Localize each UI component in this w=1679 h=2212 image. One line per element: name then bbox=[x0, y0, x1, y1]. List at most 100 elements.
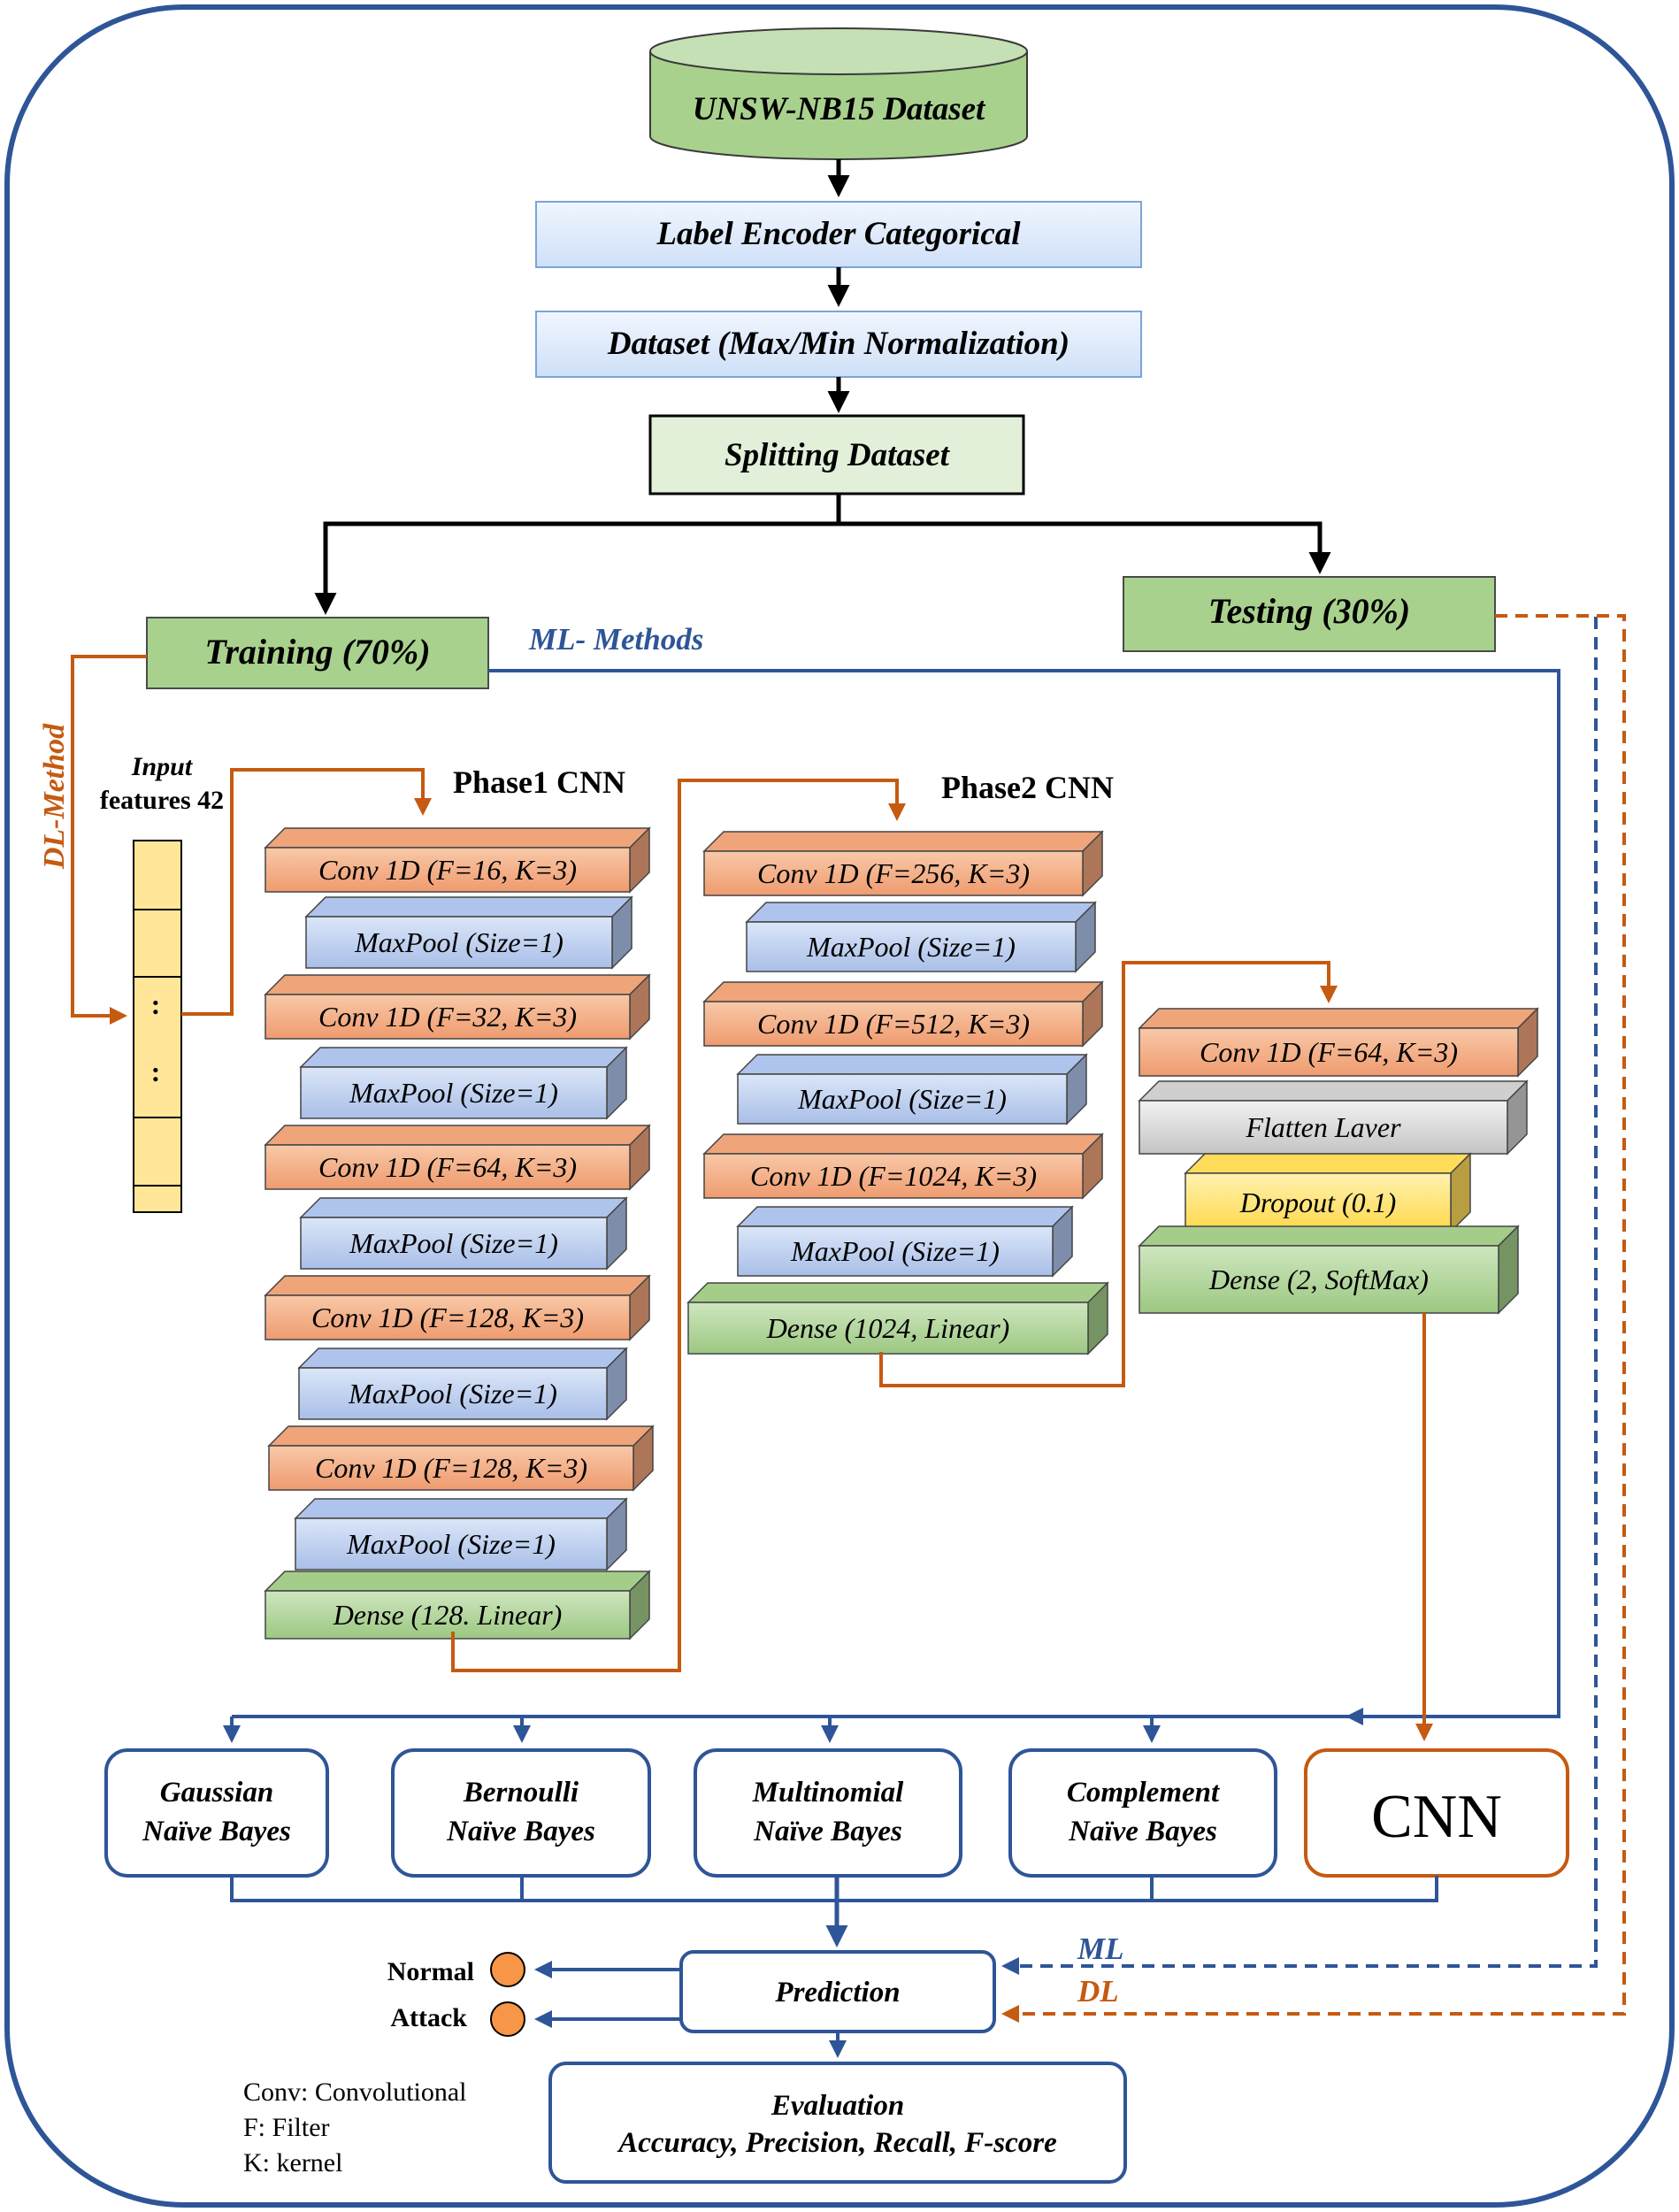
phase2-layer-4-label: MaxPool (Size=1) bbox=[797, 1083, 1007, 1115]
phase3-layer-2[interactable]: Flatten Laver bbox=[1138, 1079, 1529, 1156]
phase1-layer-2[interactable]: MaxPool (Size=1) bbox=[304, 895, 633, 970]
input-dots-2: : bbox=[151, 1056, 161, 1087]
dl-method-label: DL-Method bbox=[38, 723, 71, 870]
phase2-layer-3[interactable]: Conv 1D (F=512, K=3) bbox=[702, 980, 1104, 1048]
complement-nb-box[interactable]: Complement Naïve Bayes bbox=[1008, 1748, 1277, 1878]
phase2-layer-6[interactable]: MaxPool (Size=1) bbox=[736, 1205, 1074, 1278]
complement-line1: Complement bbox=[1067, 1777, 1220, 1809]
phase1-stack: Conv 1D (F=16, K=3) MaxPool (Size=1) Conv … bbox=[264, 826, 655, 1640]
phase1-layer-1-label: Conv 1D (F=16, K=3) bbox=[318, 854, 577, 886]
evaluation-metrics: Accuracy, Precision, Recall, F-score bbox=[617, 2127, 1057, 2159]
prediction-text: Prediction bbox=[774, 1977, 900, 2008]
phase3-layer-1[interactable]: Conv 1D (F=64, K=3) bbox=[1138, 1007, 1539, 1078]
phase1-layer-4-label: MaxPool (Size=1) bbox=[349, 1077, 558, 1109]
bernoulli-line2: Naïve Bayes bbox=[446, 1816, 595, 1847]
multinomial-nb-box[interactable]: Multinomial Naïve Bayes bbox=[694, 1748, 962, 1878]
training-text: Training (70%) bbox=[204, 632, 430, 672]
complement-line2: Naïve Bayes bbox=[1068, 1816, 1217, 1847]
phase2-layer-6-label: MaxPool (Size=1) bbox=[790, 1235, 1000, 1267]
phase1-layer-5[interactable]: Conv 1D (F=64, K=3) bbox=[264, 1124, 651, 1191]
normalization-text: Dataset (Max/Min Normalization) bbox=[607, 326, 1070, 362]
phase2-layer-7-label: Dense (1024, Linear) bbox=[766, 1312, 1010, 1344]
phase1-layer-9[interactable]: Conv 1D (F=128, K=3) bbox=[267, 1425, 655, 1492]
phase1-title: Phase1 CNN bbox=[453, 764, 625, 800]
training-node[interactable]: Training (70%) bbox=[146, 617, 489, 689]
phase1-layer-7-label: Conv 1D (F=128, K=3) bbox=[311, 1302, 584, 1333]
input-to-phase1-line bbox=[181, 768, 432, 1016]
testing-node[interactable]: Testing (30%) bbox=[1123, 576, 1496, 652]
phase2-layer-5[interactable]: Conv 1D (F=1024, K=3) bbox=[702, 1133, 1104, 1200]
input-vector: : : bbox=[133, 840, 182, 1213]
phase1-layer-6-label: MaxPool (Size=1) bbox=[349, 1227, 558, 1259]
phase1-layer-10[interactable]: MaxPool (Size=1) bbox=[294, 1497, 628, 1571]
phase3-layer-3[interactable]: Dropout (0.1) bbox=[1184, 1152, 1472, 1233]
models-bottom-bus bbox=[230, 1876, 1438, 1902]
phase1-to-phase2-line bbox=[451, 779, 906, 1672]
normalization-node[interactable]: Dataset (Max/Min Normalization) bbox=[535, 311, 1142, 378]
normal-label: Normal bbox=[387, 1957, 474, 1986]
testing-text: Testing (30%) bbox=[1208, 591, 1411, 631]
phase2-stack: Conv 1D (F=256, K=3) MaxPool (Size=1) Conv… bbox=[686, 830, 1109, 1356]
phase1-layer-8[interactable]: MaxPool (Size=1) bbox=[297, 1347, 628, 1421]
dataset-node[interactable]: UNSW-NB15 Dataset bbox=[649, 27, 1028, 160]
legend-conv: Conv: Convolutional bbox=[243, 2078, 467, 2107]
splitting-node[interactable]: Splitting Dataset bbox=[648, 414, 1025, 495]
phase3-layer-1-label: Conv 1D (F=64, K=3) bbox=[1200, 1036, 1458, 1068]
phase2-layer-4[interactable]: MaxPool (Size=1) bbox=[736, 1053, 1088, 1125]
gaussian-line1: Gaussian bbox=[160, 1777, 273, 1809]
phase3-layer-4[interactable]: Dense (2, SoftMax) bbox=[1138, 1225, 1520, 1315]
splitting-text: Splitting Dataset bbox=[724, 437, 951, 473]
gaussian-line2: Naïve Bayes bbox=[142, 1816, 291, 1847]
outer-frame bbox=[4, 4, 1675, 2208]
cnn-label: CNN bbox=[1371, 1783, 1502, 1851]
bernoulli-nb-box[interactable]: Bernoulli Naïve Bayes bbox=[391, 1748, 651, 1878]
ml-methods-line bbox=[488, 669, 1560, 1725]
split-connector bbox=[323, 521, 1322, 609]
phase1-layer-5-label: Conv 1D (F=64, K=3) bbox=[318, 1151, 577, 1183]
phase1-layer-11[interactable]: Dense (128. Linear) bbox=[264, 1570, 651, 1640]
cnn-box[interactable]: CNN bbox=[1304, 1748, 1569, 1878]
bernoulli-line1: Bernoulli bbox=[463, 1777, 579, 1809]
dl-feed-label: DL bbox=[1077, 1974, 1119, 2008]
phase1-layer-4[interactable]: MaxPool (Size=1) bbox=[299, 1046, 628, 1120]
phase3-stack: Conv 1D (F=64, K=3) Flatten LaverDropout … bbox=[1138, 1007, 1539, 1315]
gaussian-nb-box[interactable]: Gaussian Naïve Bayes bbox=[104, 1748, 329, 1878]
ml-feed-label: ML bbox=[1077, 1932, 1124, 1966]
attack-label: Attack bbox=[390, 2003, 467, 2032]
phase2-layer-1-label: Conv 1D (F=256, K=3) bbox=[757, 857, 1030, 889]
phase2-layer-1[interactable]: Conv 1D (F=256, K=3) bbox=[702, 830, 1104, 897]
phase1-layer-3[interactable]: Conv 1D (F=32, K=3) bbox=[264, 973, 651, 1041]
ml-methods-label: ML- Methods bbox=[528, 622, 703, 657]
dl-test-feed-line bbox=[1001, 614, 1626, 2023]
phase1-layer-9-label: Conv 1D (F=128, K=3) bbox=[315, 1452, 587, 1484]
phase3-layer-2-label: Flatten Laver bbox=[1245, 1111, 1401, 1143]
phase2-layer-2-label: MaxPool (Size=1) bbox=[806, 931, 1016, 963]
phase1-layer-11-label: Dense (128. Linear) bbox=[333, 1599, 563, 1631]
input-dots-1: : bbox=[151, 988, 161, 1020]
label-encoder-text: Label Encoder Categorical bbox=[656, 216, 1021, 252]
legend-filter: F: Filter bbox=[243, 2113, 330, 2142]
multinomial-line2: Naïve Bayes bbox=[753, 1816, 902, 1847]
phase1-layer-10-label: MaxPool (Size=1) bbox=[346, 1528, 556, 1560]
prediction-box[interactable]: Prediction bbox=[679, 1950, 996, 2033]
phase1-layer-6[interactable]: MaxPool (Size=1) bbox=[299, 1196, 628, 1271]
label-encoder-node[interactable]: Label Encoder Categorical bbox=[535, 201, 1142, 268]
dl-method-line bbox=[71, 655, 147, 1025]
input-label-line1: Input bbox=[131, 752, 194, 781]
phase2-layer-5-label: Conv 1D (F=1024, K=3) bbox=[750, 1160, 1037, 1192]
multinomial-line1: Multinomial bbox=[752, 1777, 904, 1809]
phase2-to-phase3-line bbox=[879, 961, 1338, 1387]
phase2-layer-3-label: Conv 1D (F=512, K=3) bbox=[757, 1008, 1030, 1040]
legend-kernel: K: kernel bbox=[243, 2148, 342, 2177]
evaluation-box[interactable]: Evaluation Accuracy, Precision, Recall, … bbox=[548, 2062, 1127, 2184]
evaluation-title: Evaluation bbox=[770, 2090, 904, 2122]
phase1-layer-3-label: Conv 1D (F=32, K=3) bbox=[318, 1001, 577, 1033]
dataset-label: UNSW-NB15 Dataset bbox=[693, 91, 986, 127]
input-label-line2: features 42 bbox=[100, 786, 224, 815]
phase1-layer-1[interactable]: Conv 1D (F=16, K=3) bbox=[264, 826, 651, 894]
phase2-layer-2[interactable]: MaxPool (Size=1) bbox=[745, 901, 1097, 973]
phase3-layer-3-label: Dropout (0.1) bbox=[1239, 1187, 1397, 1218]
phase1-layer-2-label: MaxPool (Size=1) bbox=[354, 926, 564, 958]
phase2-layer-7[interactable]: Dense (1024, Linear) bbox=[686, 1281, 1109, 1356]
phase1-layer-7[interactable]: Conv 1D (F=128, K=3) bbox=[264, 1274, 651, 1341]
